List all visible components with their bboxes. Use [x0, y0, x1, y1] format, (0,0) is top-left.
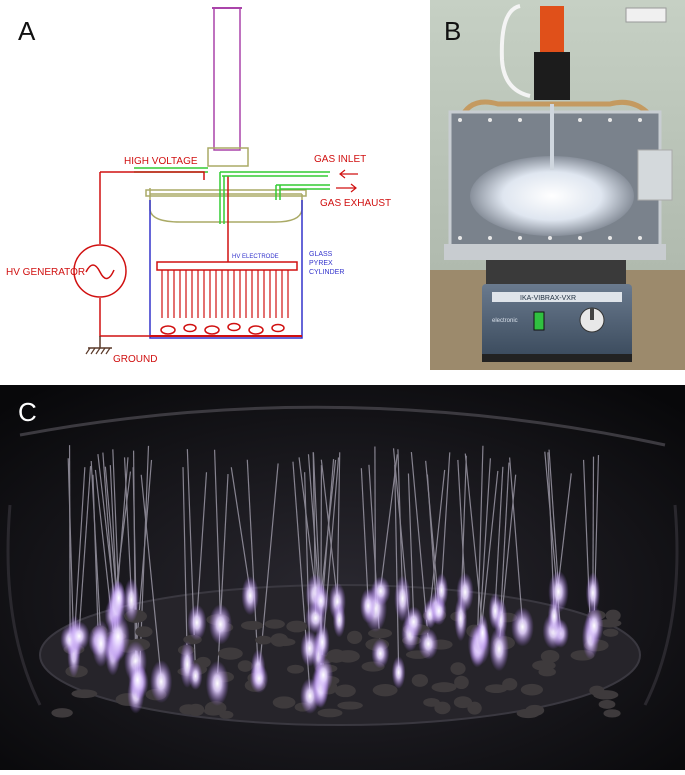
- label-high-voltage: HIGH VOLTAGE: [124, 156, 198, 167]
- shaker-subtitle: electronic: [492, 318, 518, 324]
- label-hv-electrode: HV ELECTRODE: [232, 254, 279, 260]
- label-gas-inlet: GAS INLET: [314, 154, 366, 165]
- discharge-image: [0, 385, 685, 770]
- shaker-brand: IKA-VIBRAX-VXR: [520, 295, 576, 302]
- panel-label-c: C: [18, 397, 37, 427]
- hv-wire: [99, 171, 205, 244]
- label-glass-3: CYLINDER: [309, 269, 344, 276]
- electrode-needles: [161, 270, 289, 318]
- label-hv-generator: HV GENERATOR: [6, 267, 85, 278]
- label-glass-1: GLASS: [309, 251, 333, 258]
- panel-label-a: A: [18, 16, 36, 46]
- hv-electrode-plate: [156, 261, 298, 271]
- power-switch: [533, 311, 545, 331]
- column-base: [207, 147, 249, 167]
- plasma-discharges: [60, 570, 604, 714]
- column-tube: [213, 7, 241, 151]
- gas-lines: [134, 167, 330, 224]
- tube-mount: [534, 52, 570, 100]
- label-gas-exhaust: GAS EXHAUST: [320, 198, 391, 209]
- chamber-glow: [470, 156, 634, 236]
- panel-label-b: B: [444, 16, 462, 46]
- label-ground: GROUND: [113, 354, 157, 365]
- schematic-panel: A: [0, 0, 425, 375]
- discharge-photo: C: [0, 385, 685, 770]
- glass-cylinder: [149, 200, 303, 339]
- apparatus-photo: IKA-VIBRAX-VXR electronic B: [430, 0, 685, 370]
- pebble-bed: [160, 322, 285, 335]
- orange-tube: [540, 6, 564, 56]
- apparatus-image: IKA-VIBRAX-VXR electronic: [430, 0, 685, 370]
- ground-symbol: [88, 336, 112, 349]
- vessel-lid: [149, 188, 303, 223]
- vibrax-shaker: [482, 284, 632, 362]
- schematic-drawing: HIGH VOLTAGE GAS INLET GAS EXHAUST HV GE…: [6, 7, 391, 365]
- hv-generator-symbol: [73, 244, 127, 298]
- label-glass-2: PYREX: [309, 260, 333, 267]
